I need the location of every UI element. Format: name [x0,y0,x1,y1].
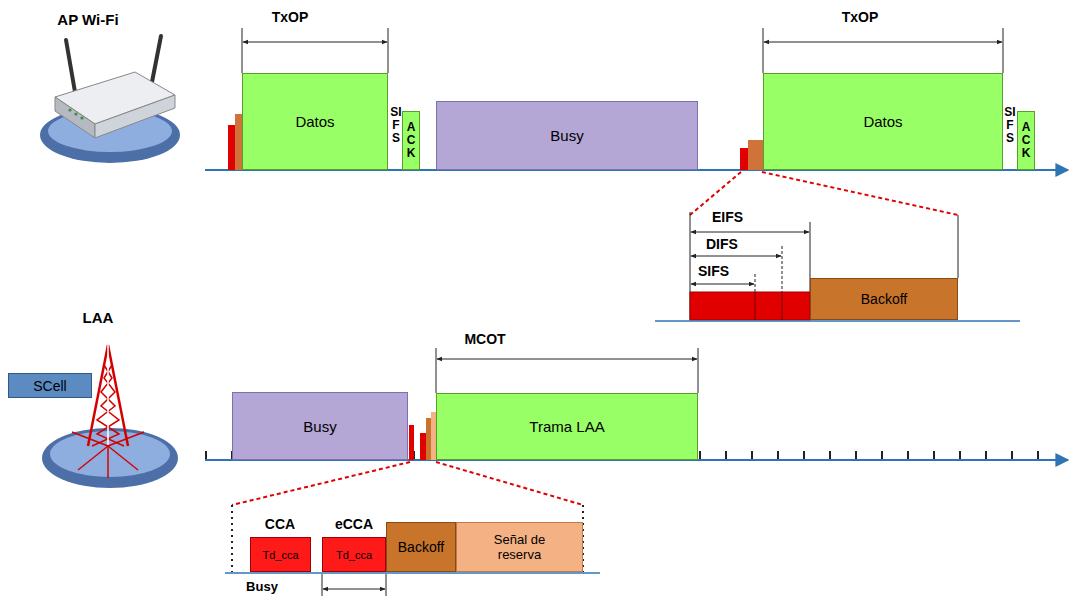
tower-sector [108,432,144,446]
backoff-bar [426,418,431,460]
dimension-tick [388,28,389,73]
busy-period: Busy [232,392,408,460]
dimension-tick [322,574,323,596]
tower-brace [97,365,124,446]
ifs-bar [690,292,810,320]
cell-tag: SCell [8,373,92,398]
dimension-label: TxOP [272,10,309,25]
cca-bar [409,425,414,460]
router-icon [40,36,180,163]
dimension-tick [242,28,243,73]
dimension-arrow [691,284,754,285]
box-text: ACK [1020,121,1032,161]
backoff-box: Backoff [386,522,456,572]
ifs-divider [755,292,756,320]
backoff-bar [235,114,242,170]
dimension-tick [763,28,764,73]
box-text: Señal de reserva [475,532,565,562]
box-text: Backoff [398,539,444,555]
zoom-baseline [655,320,1020,322]
ecca-bar [420,433,426,460]
tower-icon [42,345,178,488]
tower-sector [78,446,108,470]
dimension-label: DIFS [706,237,738,252]
dimension-label: TxOP [842,10,879,25]
cca-slot: Td_cca [250,537,311,572]
router-antenna [152,36,161,82]
difs-bar [228,125,235,170]
zoom-line [762,172,958,215]
tower-sector [72,432,108,446]
data-frame: Datos [242,73,388,170]
interframe-label: SIFS [1004,106,1016,146]
backoff-bar [748,140,763,170]
router-antenna [66,40,75,92]
tower-sector [107,446,109,478]
dimension-arrow [243,42,387,43]
dimension-label: SIFS [698,264,729,279]
interframe-label: SIFS [390,106,402,146]
ack-frame: ACK [402,111,420,170]
box-text: Busy [303,418,336,435]
dimension-label: MCOT [464,332,505,347]
box-text: Busy [550,127,583,144]
box-text: Datos [295,113,334,130]
ack-frame: ACK [1017,111,1035,170]
box-text: Td_cca [262,549,298,561]
phase-label: CCA [265,517,295,532]
phase-label: Busy [246,580,278,594]
box-text: Datos [863,113,902,130]
dimension-tick [755,274,756,320]
dimension-tick [386,574,387,596]
data-frame: Datos [763,73,1003,170]
backoff-box: Backoff [810,278,958,320]
ifs-divider [782,292,783,320]
router-led [80,116,83,119]
zoom-line [436,462,583,505]
dimension-tick [782,246,783,320]
phase-label: eCCA [335,517,373,532]
dimension-arrow [764,42,1002,43]
device-title: AP Wi-Fi [57,12,118,29]
dimension-tick [436,348,437,393]
router-front [55,97,95,138]
ecca-slot: Td_cca [322,537,386,572]
dimension-arrow [437,359,697,360]
dimension-arrow [691,232,809,233]
dimension-tick [1003,28,1004,73]
zoom-line [232,462,410,505]
box-text: Td_cca [336,549,372,561]
tower-sector [108,446,138,470]
zoom-edge [231,505,233,572]
dimension-tick [698,348,699,393]
router-side [95,95,175,138]
reservation-signal: Señal de reserva [456,522,583,572]
busy-period: Busy [436,101,698,170]
zoom-line [690,172,741,215]
tower-base [42,428,178,488]
router-led [74,112,77,115]
difs-bar [740,148,748,170]
router-led [68,108,71,111]
box-text: ACK [405,121,417,161]
dimension-arrow [691,256,781,257]
zoom-baseline [225,572,600,574]
box-text: SCell [33,378,66,394]
box-text: Trama LAA [529,418,604,435]
box-text: Backoff [861,291,907,307]
dimension-tick [958,215,959,278]
laa-frame: Trama LAA [436,393,698,460]
tower-spine [107,345,109,446]
dimension-arrow [323,589,385,590]
dimension-label: EIFS [712,210,743,225]
device-title: LAA [83,310,114,327]
